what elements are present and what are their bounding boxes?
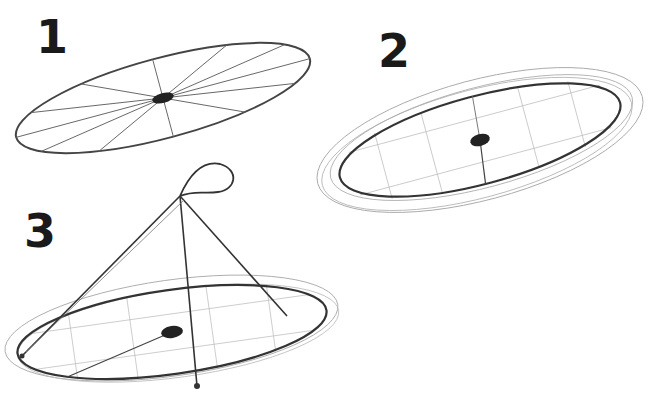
cone-disc <box>0 163 345 397</box>
callout-number: 2 <box>378 28 410 74</box>
grid-disc <box>302 39 658 242</box>
callout-number: 1 <box>36 14 68 60</box>
callout-number: 3 <box>24 208 56 254</box>
